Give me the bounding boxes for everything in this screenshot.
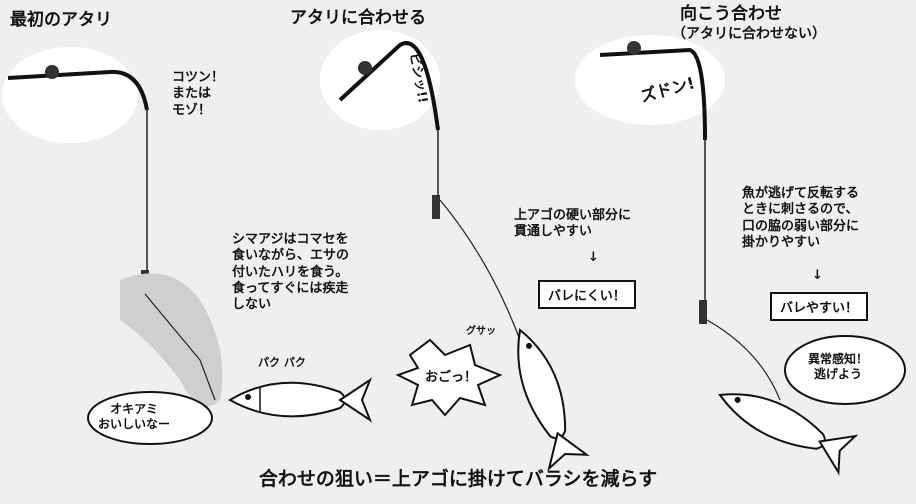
- panel3-rod: [599, 47, 707, 141]
- footer-caption: 合わせの狙い＝上アゴに掛けてバラシを減らす: [258, 468, 658, 490]
- panel1-leader: [144, 293, 216, 401]
- panel2-leader: [439, 199, 521, 341]
- panel2-sinker: [432, 195, 440, 219]
- sfx-gusa: グサッ: [466, 326, 496, 337]
- panel1-fish: [228, 377, 373, 423]
- panel3-title: 向こう合わせ: [680, 4, 782, 24]
- speech-fish2: おごっ！: [425, 370, 478, 385]
- panel2-title: アタリに合わせる: [290, 8, 426, 28]
- arrow-upper-jaw: ↓: [588, 250, 599, 265]
- bubble-fish3: [784, 335, 906, 405]
- panel3-sinker: [699, 300, 707, 324]
- panel3-reel: [627, 41, 641, 55]
- panel3-subtitle: （アタリに合わせない）: [672, 26, 826, 42]
- panel1-title: 最初のアタリ: [10, 10, 112, 30]
- result-mouth-edge: バレやすい！: [770, 292, 869, 321]
- note-upper-jaw: 上アゴの硬い部分に 貫通しやすい: [514, 208, 632, 240]
- panel1-sound: コツン！ または モゾ！: [172, 70, 225, 118]
- panel1-chum-cloud: [120, 273, 223, 407]
- speech-fish3: 異常感知！ 逃げよう: [808, 352, 869, 381]
- panel2-burst: [395, 338, 503, 417]
- panel1-rod: [7, 69, 149, 111]
- panel2-fish: [517, 328, 590, 472]
- note-mouth-edge: 魚が逃げて反転する ときに刺さるので、 口の脇の弱い部分に 掛かりやすい: [742, 186, 860, 250]
- panel2-ellipse: [320, 30, 440, 130]
- arrow-mouth-edge: ↓: [812, 268, 823, 283]
- note-shimaaji: シマアジはコマセを 食いながら、エサの 付いたハリを食う。 食ってすぐには疾走 …: [232, 232, 350, 312]
- panel3-leader: [706, 319, 781, 401]
- panel3-fish: [718, 393, 859, 476]
- speech-fish1: オキアミ おいしいなー: [98, 402, 171, 431]
- panel2-rod: [338, 41, 440, 131]
- bubble-fish1: [87, 391, 213, 445]
- panel2-reel: [358, 61, 372, 75]
- sfx-paku: パク パク: [258, 356, 306, 369]
- result-upper-jaw: バレにくい！: [538, 280, 636, 309]
- panel1-ellipse: [2, 47, 138, 143]
- panel1-reel: [45, 65, 59, 79]
- panel3-ellipse: [575, 35, 725, 125]
